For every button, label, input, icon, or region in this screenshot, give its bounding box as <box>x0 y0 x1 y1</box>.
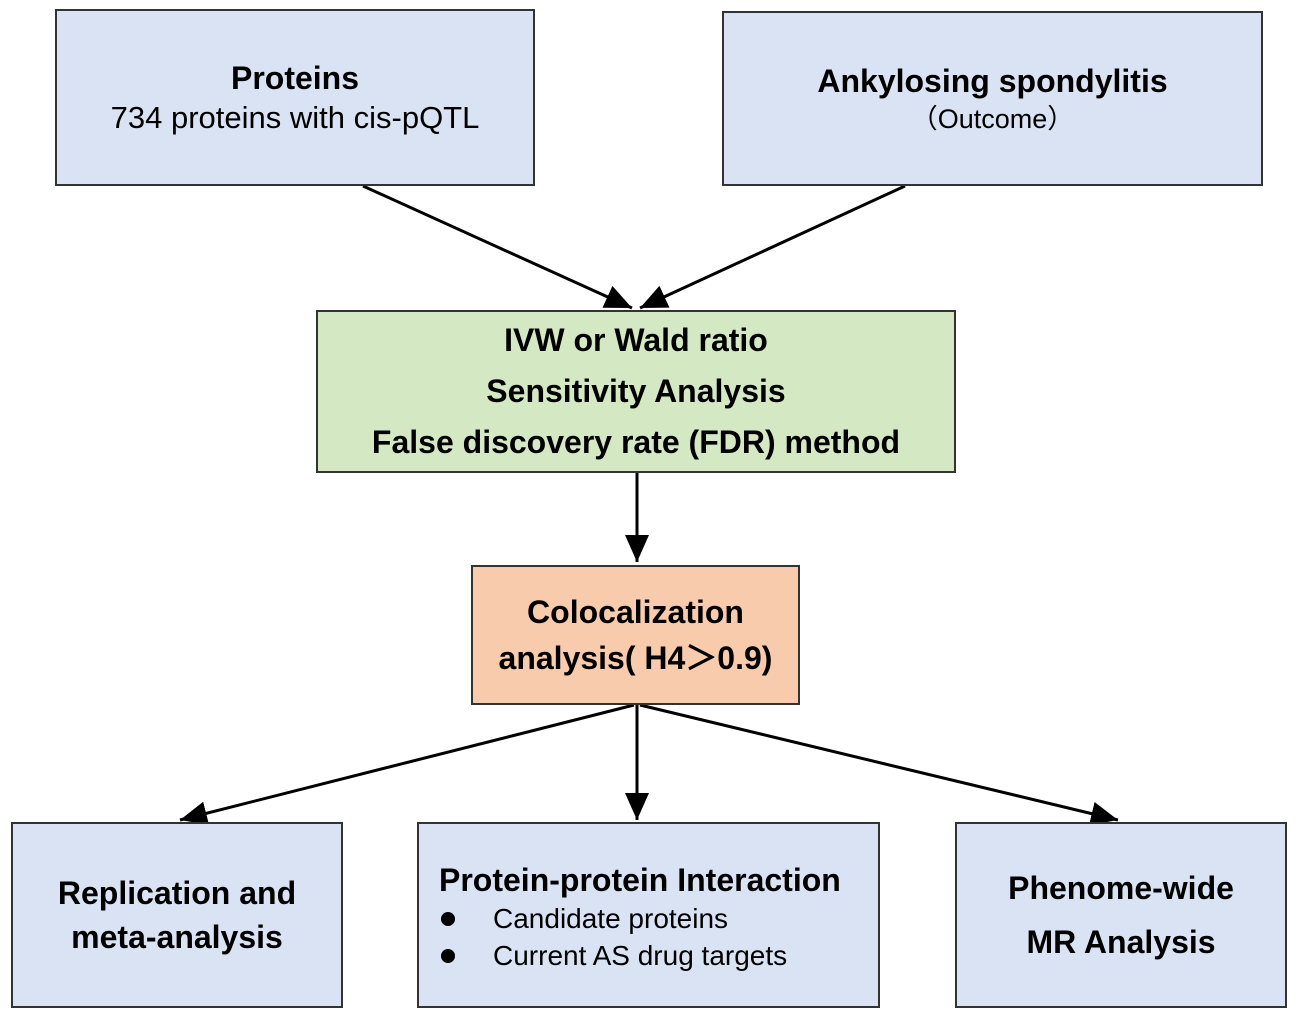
ppi-title: Protein-protein Interaction <box>439 862 841 898</box>
replication-line-2: meta-analysis <box>71 919 283 955</box>
methods-line-fdr: False discovery rate (FDR) method <box>371 424 901 460</box>
methods-line-sensitivity: Sensitivity Analysis <box>486 373 786 409</box>
phewas-line-2: MR Analysis <box>1026 924 1216 960</box>
colocalization-line-1: Colocalization <box>527 594 744 630</box>
replication-box: Replication and meta-analysis <box>11 822 343 1008</box>
methods-line-ivw: IVW or Wald ratio <box>504 322 768 358</box>
ppi-item-candidate: Candidate proteins <box>439 900 787 937</box>
colocalization-box: Colocalization analysis( H4＞0.9) <box>471 565 800 705</box>
outcome-box: Ankylosing spondylitis （Outcome） <box>722 11 1263 186</box>
ppi-box: Protein-protein Interaction Candidate pr… <box>417 822 880 1008</box>
proteins-box: Proteins 734 proteins with cis-pQTL <box>55 9 535 186</box>
phewas-box: Phenome-wide MR Analysis <box>955 822 1287 1008</box>
colocalization-line-2: analysis( H4＞0.9) <box>498 640 773 676</box>
ppi-list: Candidate proteins Current AS drug targe… <box>439 900 787 974</box>
ppi-item-drug-targets: Current AS drug targets <box>439 937 787 974</box>
proteins-title: Proteins <box>230 59 360 96</box>
outcome-title: Ankylosing spondylitis <box>817 62 1168 99</box>
outcome-subtitle: （Outcome） <box>910 103 1075 134</box>
phewas-line-1: Phenome-wide <box>1008 870 1234 906</box>
arrow-coloc-to-replication <box>179 703 635 826</box>
arrow-proteins-to-methods <box>362 184 633 310</box>
arrow-outcome-to-methods <box>639 184 906 310</box>
arrow-coloc-to-phewas <box>639 703 1119 826</box>
proteins-subtitle: 734 proteins with cis-pQTL <box>110 99 480 135</box>
replication-line-1: Replication and <box>57 875 297 911</box>
methods-box: IVW or Wald ratio Sensitivity Analysis F… <box>316 310 956 473</box>
